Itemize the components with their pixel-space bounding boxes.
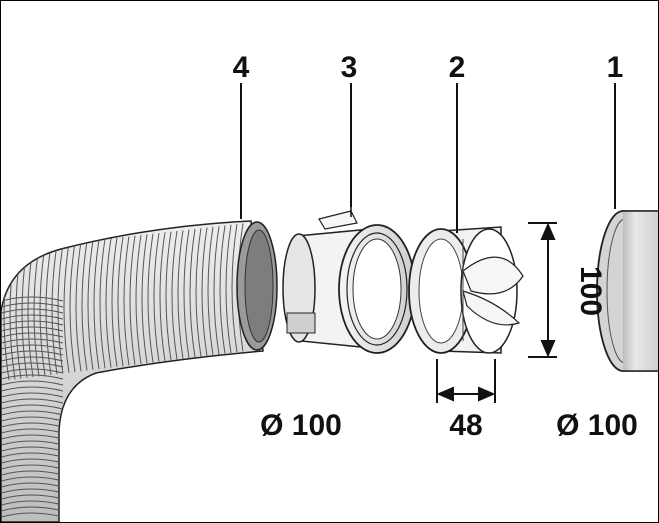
hose-rib xyxy=(189,228,196,358)
hose-rib xyxy=(1,494,64,500)
hose-rib xyxy=(1,350,64,356)
hose-rib xyxy=(1,380,64,386)
hose-rib xyxy=(93,239,100,370)
hose-rib xyxy=(1,488,64,494)
height-dimension xyxy=(528,222,557,358)
hose-rib xyxy=(1,308,64,314)
hose-rib xyxy=(1,434,64,440)
diameter-label-left: Ø 100 xyxy=(260,409,342,442)
hose-rib xyxy=(1,314,64,320)
hose-rib xyxy=(1,446,64,452)
hose-rib xyxy=(1,296,64,302)
hose-rib xyxy=(1,428,64,434)
hose-rib xyxy=(39,245,46,376)
hose-rib xyxy=(1,386,64,392)
hose-rib xyxy=(1,362,64,368)
hose-rib xyxy=(1,452,64,458)
hose-rib xyxy=(1,326,64,332)
hose-rib xyxy=(1,464,64,470)
hose-rib xyxy=(141,234,148,364)
callout-label-1: 1 xyxy=(607,51,624,84)
hose-rib xyxy=(1,320,64,326)
hose-rib xyxy=(159,232,166,362)
hose-rib xyxy=(1,416,64,422)
hose-rib xyxy=(1,482,64,488)
hose-rib xyxy=(1,512,64,518)
hose-rib xyxy=(1,398,64,404)
hose-rib xyxy=(1,344,64,350)
hose-rib xyxy=(201,227,208,356)
hose-rib xyxy=(117,237,124,367)
hose-rib xyxy=(1,404,64,410)
hose-rib xyxy=(1,338,64,344)
hose-rib xyxy=(231,224,238,353)
hose-rib xyxy=(207,226,214,356)
hose-rib xyxy=(219,225,226,354)
connector-sleeve xyxy=(282,206,416,354)
hose-rib xyxy=(1,374,64,380)
hose-rib xyxy=(1,392,64,398)
non-return-valve xyxy=(408,226,524,354)
hose-rib xyxy=(1,332,64,338)
hose-rib xyxy=(195,228,202,357)
hose-rib xyxy=(99,239,106,369)
flexible-hose xyxy=(1,220,278,522)
height-label: 100 xyxy=(574,266,607,316)
hose-rib xyxy=(225,224,232,354)
hose-rib xyxy=(33,246,40,377)
hose-rib xyxy=(57,243,64,374)
hose-rib xyxy=(1,506,64,512)
diameter-label-right: Ø 100 xyxy=(556,409,638,442)
hose-rib xyxy=(153,232,160,362)
hose-rib xyxy=(51,244,58,375)
hose-rib xyxy=(1,500,64,506)
hose-rib xyxy=(1,302,64,308)
hose-rib xyxy=(63,243,70,373)
hose-rib xyxy=(69,242,76,373)
callout-label-2: 2 xyxy=(449,51,466,84)
hose-rib xyxy=(183,229,190,359)
hose-rib xyxy=(129,235,136,365)
hose-rib xyxy=(81,241,88,371)
hose-rib xyxy=(1,440,64,446)
hose-rib xyxy=(1,422,64,428)
callout-leaders xyxy=(240,83,616,233)
wall-pipe xyxy=(596,210,658,372)
hose-rib xyxy=(87,240,94,370)
hose-rib xyxy=(165,231,172,361)
hose-rib xyxy=(111,237,118,367)
hose-rib xyxy=(213,226,220,355)
callout-label-4: 4 xyxy=(233,51,250,84)
hose-rib xyxy=(135,234,142,365)
hose-rib xyxy=(147,233,154,363)
callout-label-3: 3 xyxy=(341,51,358,84)
hose-rib xyxy=(1,476,64,482)
hose-rib xyxy=(1,368,64,374)
hose-rib xyxy=(123,236,130,366)
hose-rib xyxy=(75,241,82,372)
hose-rib xyxy=(171,230,178,360)
hose-rib xyxy=(1,470,64,476)
hose-rib xyxy=(105,238,112,368)
depth-dimension xyxy=(436,359,496,403)
hose-rib xyxy=(177,230,184,359)
depth-label: 48 xyxy=(449,409,482,442)
hose-rib xyxy=(1,458,64,464)
hose-rib xyxy=(1,410,64,416)
hose-rib xyxy=(1,356,64,362)
